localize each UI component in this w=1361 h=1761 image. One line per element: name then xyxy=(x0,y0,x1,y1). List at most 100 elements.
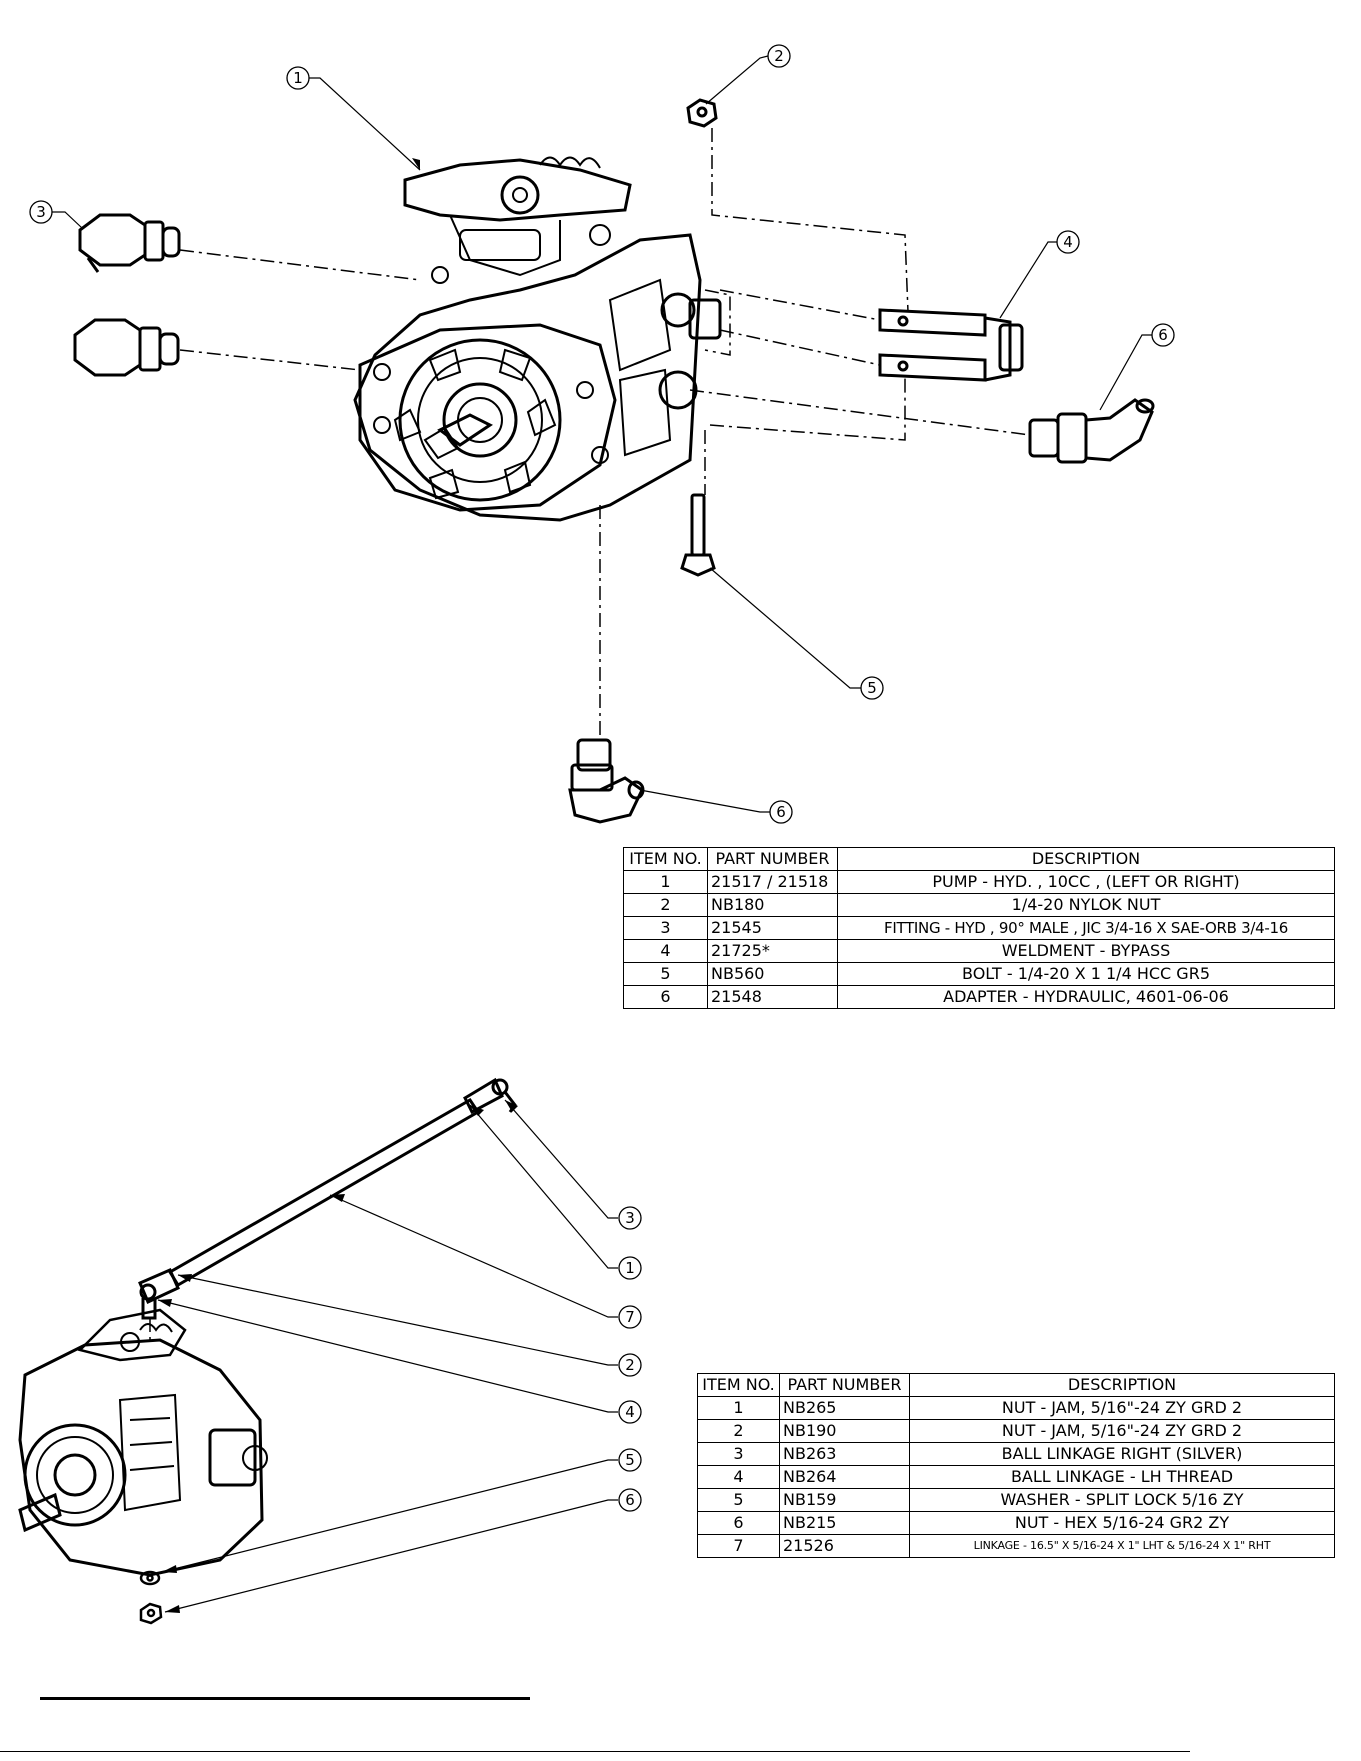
callout-label: 6 xyxy=(625,1491,635,1509)
top-pump-assembly xyxy=(353,156,722,522)
callout-top-item-6-right: 6 xyxy=(1151,323,1175,347)
description: LINKAGE - 16.5" X 5/16-24 X 1" LHT & 5/1… xyxy=(909,1534,1335,1558)
leader-arrowheads xyxy=(158,158,518,1613)
leader-lines-top xyxy=(52,55,1152,813)
washer-item-5 xyxy=(139,1570,161,1586)
item-no: 5 xyxy=(697,1488,780,1512)
header-item-no: ITEM NO. xyxy=(623,847,708,871)
linkage-rod-item-7 xyxy=(138,1077,517,1320)
item-no: 6 xyxy=(623,985,708,1009)
callout-bottom-item-5: 5 xyxy=(618,1448,642,1472)
header-part-number: PART NUMBER xyxy=(779,1373,910,1397)
callout-bottom-item-4: 4 xyxy=(618,1400,642,1424)
callouts-top: 1 2 3 4 5 6 6 xyxy=(29,44,1175,824)
callout-bottom-item-7: 7 xyxy=(618,1305,642,1329)
callout-top-item-3: 3 xyxy=(29,200,53,224)
description: 1/4-20 NYLOK NUT xyxy=(837,893,1335,917)
part-number: NB180 xyxy=(707,893,838,917)
adapter-item-6-bottom xyxy=(568,738,645,824)
bom-header-row: ITEM NO. PART NUMBER DESCRIPTION xyxy=(697,1373,1335,1397)
item-no: 4 xyxy=(623,939,708,963)
callout-top-item-1: 1 xyxy=(286,66,310,90)
nylok-nut-item-2 xyxy=(686,98,718,128)
item-no: 3 xyxy=(623,916,708,940)
item-no: 4 xyxy=(697,1465,780,1489)
description: BALL LINKAGE RIGHT (SILVER) xyxy=(909,1442,1335,1466)
callout-label: 6 xyxy=(1158,326,1168,344)
callouts-bottom: 3 1 7 2 4 5 6 xyxy=(618,1206,642,1512)
callout-label: 2 xyxy=(774,47,784,65)
callout-label: 2 xyxy=(625,1356,635,1374)
part-number: NB264 xyxy=(779,1465,910,1489)
part-number: NB215 xyxy=(779,1511,910,1535)
part-number: NB265 xyxy=(779,1396,910,1420)
callout-bottom-item-6: 6 xyxy=(618,1488,642,1512)
header-part-number: PART NUMBER xyxy=(707,847,838,871)
description: PUMP - HYD. , 10CC , (LEFT OR RIGHT) xyxy=(837,870,1335,894)
bottom-pump-assembly xyxy=(18,1308,268,1577)
part-number: 21545 xyxy=(707,916,838,940)
callout-label: 3 xyxy=(36,203,46,221)
adapter-item-6-right xyxy=(1028,398,1155,464)
description: NUT - JAM, 5/16"-24 ZY GRD 2 xyxy=(909,1419,1335,1443)
item-no: 6 xyxy=(697,1511,780,1535)
part-number: NB263 xyxy=(779,1442,910,1466)
item-no: 1 xyxy=(623,870,708,894)
callout-label: 6 xyxy=(776,803,786,821)
item-no: 7 xyxy=(697,1534,780,1558)
callout-label: 5 xyxy=(867,679,877,697)
description: BOLT - 1/4-20 X 1 1/4 HCC GR5 xyxy=(837,962,1335,986)
fitting-item-3-lower xyxy=(73,318,180,377)
part-number: 21526 xyxy=(779,1534,910,1558)
callout-label: 1 xyxy=(625,1259,635,1277)
footer-rule xyxy=(40,1697,530,1700)
callout-label: 7 xyxy=(625,1308,635,1326)
item-no: 1 xyxy=(697,1396,780,1420)
description: ADAPTER - HYDRAULIC, 4601-06-06 xyxy=(837,985,1335,1009)
callout-label: 4 xyxy=(1063,233,1073,251)
header-description: DESCRIPTION xyxy=(909,1373,1335,1397)
callout-bottom-item-1: 1 xyxy=(618,1256,642,1280)
description: FITTING - HYD , 90° MALE , JIC 3/4-16 X … xyxy=(837,916,1335,940)
part-number: NB159 xyxy=(779,1488,910,1512)
bypass-weldment-item-4 xyxy=(878,308,1024,382)
part-number: NB560 xyxy=(707,962,838,986)
page-bottom-rule xyxy=(0,1751,1190,1752)
bom-header-row: ITEM NO. PART NUMBER DESCRIPTION xyxy=(623,847,1335,871)
item-no: 3 xyxy=(697,1442,780,1466)
callout-top-item-5: 5 xyxy=(860,676,884,700)
callout-bottom-item-3: 3 xyxy=(618,1206,642,1230)
description: WELDMENT - BYPASS xyxy=(837,939,1335,963)
item-no: 2 xyxy=(697,1419,780,1443)
description: BALL LINKAGE - LH THREAD xyxy=(909,1465,1335,1489)
header-description: DESCRIPTION xyxy=(837,847,1335,871)
part-number: 21548 xyxy=(707,985,838,1009)
part-number: NB190 xyxy=(779,1419,910,1443)
item-no: 2 xyxy=(623,893,708,917)
callout-top-item-2: 2 xyxy=(767,44,791,68)
bolt-item-5 xyxy=(680,493,716,577)
leader-lines-bottom xyxy=(157,1099,618,1613)
callout-top-item-4: 4 xyxy=(1056,230,1080,254)
assembly-centerlines xyxy=(179,128,1031,740)
callout-label: 1 xyxy=(293,69,303,87)
item-no: 5 xyxy=(623,962,708,986)
callout-label: 5 xyxy=(625,1451,635,1469)
header-item-no: ITEM NO. xyxy=(697,1373,780,1397)
callout-bottom-item-2: 2 xyxy=(618,1353,642,1377)
